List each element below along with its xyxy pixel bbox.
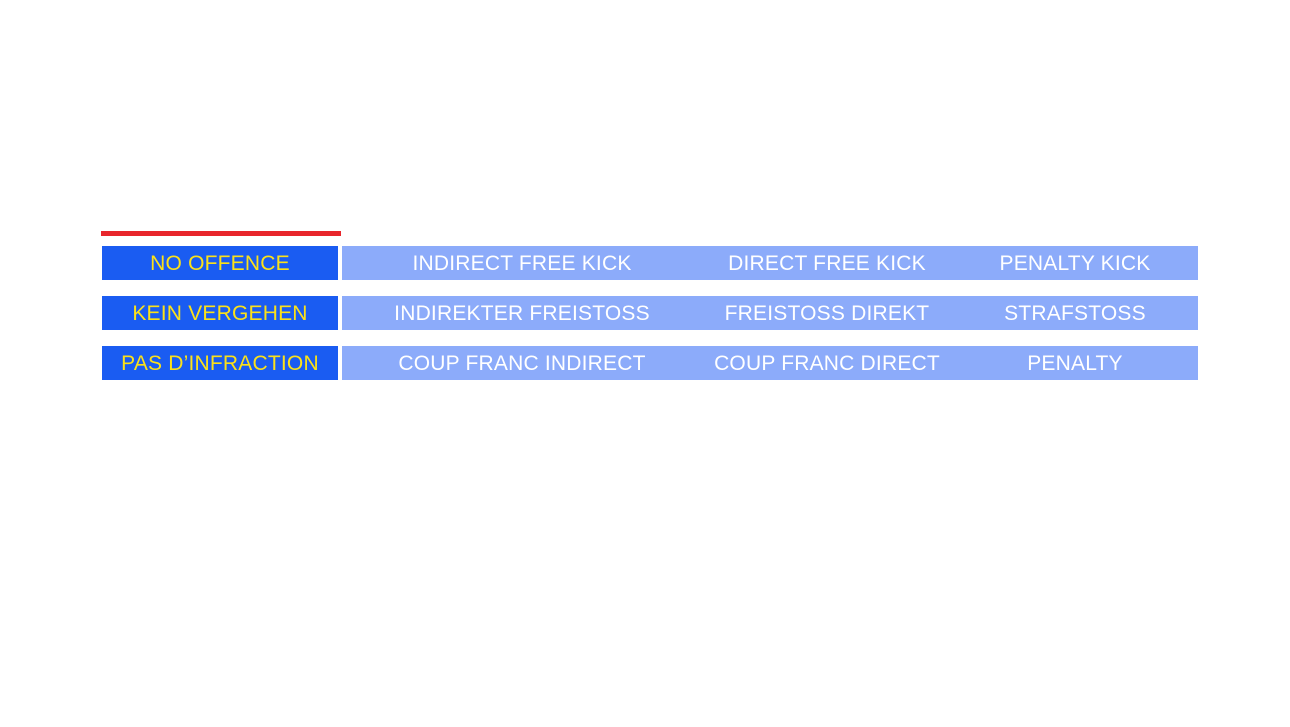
row-label-text: NO OFFENCE [150, 251, 290, 275]
table-row: KEIN VERGEHEN INDIREKTER FREISTOSS FREIS… [0, 296, 1290, 330]
option-freistoss-direkt[interactable]: FREISTOSS DIREKT [724, 301, 930, 325]
option-indirect-free-kick[interactable]: INDIRECT FREE KICK [412, 251, 632, 275]
row-label-text: KEIN VERGEHEN [132, 301, 308, 325]
row-label-cell-german[interactable]: KEIN VERGEHEN [102, 296, 338, 330]
row-label-cell-english[interactable]: NO OFFENCE [102, 246, 338, 280]
table-row: PAS D’INFRACTION COUP FRANC INDIRECT COU… [0, 346, 1290, 380]
options-bar-german: INDIREKTER FREISTOSS FREISTOSS DIREKT ST… [342, 296, 1198, 330]
option-indirekter-freistoss[interactable]: INDIREKTER FREISTOSS [394, 301, 650, 325]
option-coup-franc-indirect[interactable]: COUP FRANC INDIRECT [398, 351, 646, 375]
restart-decisions-table: NO OFFENCE INDIRECT FREE KICK DIRECT FRE… [0, 246, 1290, 380]
row-label-text: PAS D’INFRACTION [121, 351, 319, 375]
options-bar-french: COUP FRANC INDIRECT COUP FRANC DIRECT PE… [342, 346, 1198, 380]
table-row: NO OFFENCE INDIRECT FREE KICK DIRECT FRE… [0, 246, 1290, 280]
option-coup-franc-direct[interactable]: COUP FRANC DIRECT [714, 351, 940, 375]
option-penalty[interactable]: PENALTY [1027, 351, 1123, 375]
red-accent-rule [101, 231, 341, 236]
option-strafstoss[interactable]: STRAFSTOSS [1004, 301, 1146, 325]
option-penalty-kick[interactable]: PENALTY KICK [999, 251, 1151, 275]
row-label-cell-french[interactable]: PAS D’INFRACTION [102, 346, 338, 380]
options-bar-english: INDIRECT FREE KICK DIRECT FREE KICK PENA… [342, 246, 1198, 280]
option-direct-free-kick[interactable]: DIRECT FREE KICK [728, 251, 926, 275]
